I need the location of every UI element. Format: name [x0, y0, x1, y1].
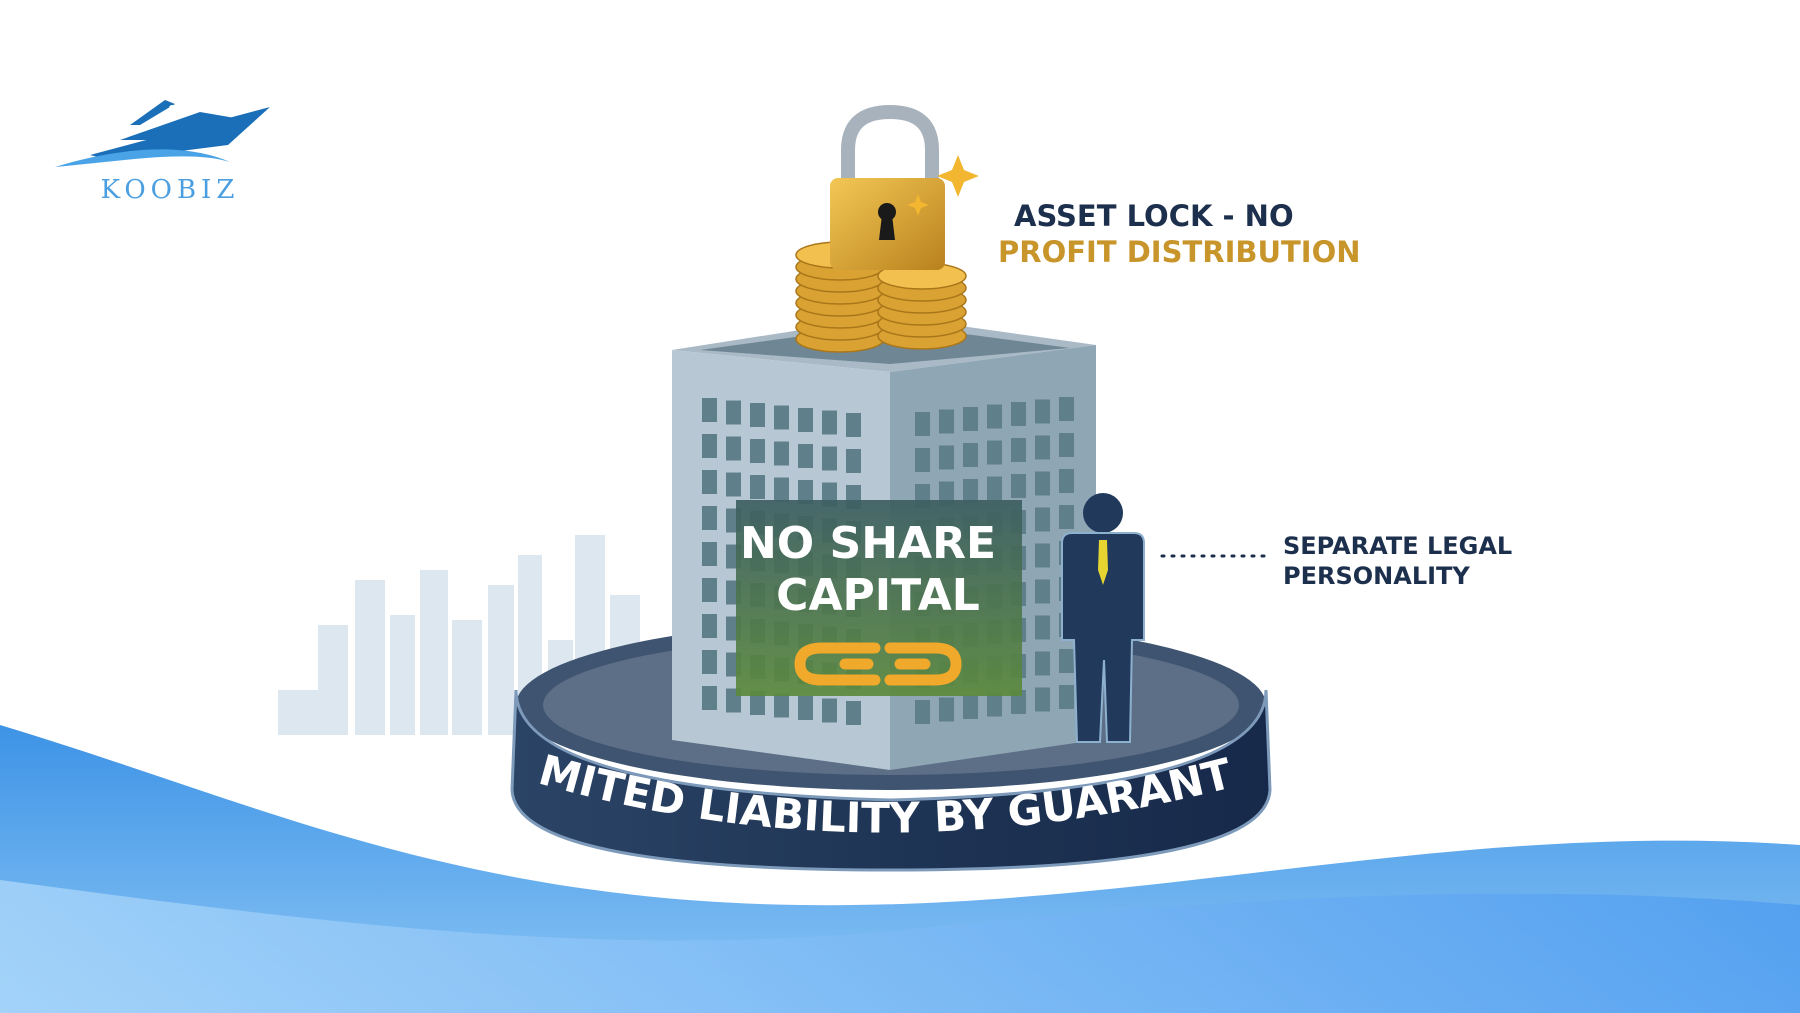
window: [726, 472, 741, 497]
koobiz-logo: KOOBIZ: [55, 100, 270, 205]
window: [774, 477, 789, 502]
padlock-icon: [830, 104, 945, 270]
window: [846, 413, 861, 437]
no-share-capital-panel: [736, 500, 1022, 696]
window: [987, 692, 1002, 717]
window: [822, 698, 837, 723]
window: [1059, 469, 1074, 493]
window: [1035, 687, 1050, 712]
window: [702, 470, 717, 494]
window: [1059, 649, 1074, 673]
window: [915, 700, 930, 724]
window: [798, 696, 813, 720]
window: [1035, 471, 1050, 496]
panel-line-1: NO SHARE: [740, 518, 996, 569]
window: [702, 614, 717, 638]
window: [702, 542, 717, 566]
window: [726, 400, 741, 425]
window: [750, 403, 765, 427]
window: [1035, 399, 1050, 424]
window: [987, 476, 1002, 501]
window: [750, 439, 765, 463]
window: [1059, 397, 1074, 421]
window: [1011, 402, 1026, 426]
window: [702, 398, 717, 422]
window: [1035, 615, 1050, 640]
window: [963, 443, 978, 467]
window: [774, 693, 789, 718]
window: [963, 479, 978, 503]
personality-line-1: SEPARATE LEGAL: [1283, 532, 1512, 560]
asset-lock-line-1: ASSET LOCK - NO: [1014, 199, 1294, 233]
window: [1035, 507, 1050, 532]
window: [750, 475, 765, 499]
window: [726, 436, 741, 461]
window: [1011, 438, 1026, 462]
window: [822, 410, 837, 435]
window: [939, 445, 954, 470]
wave-front: [0, 880, 1800, 1013]
window: [1059, 685, 1074, 709]
logo-text: KOOBIZ: [101, 175, 240, 205]
window: [822, 446, 837, 471]
yacht-icon: [55, 100, 270, 167]
window: [939, 697, 954, 722]
window: [750, 691, 765, 715]
window: [798, 408, 813, 432]
window: [702, 686, 717, 710]
window: [987, 440, 1002, 465]
window: [774, 441, 789, 466]
window: [702, 650, 717, 674]
window: [1059, 433, 1074, 457]
window: [1059, 505, 1074, 529]
personality-line-2: PERSONALITY: [1283, 562, 1470, 590]
window: [846, 449, 861, 473]
asset-lock-line-2: PROFIT DISTRIBUTION: [998, 235, 1361, 269]
panel-line-2: CAPITAL: [776, 570, 980, 621]
window: [987, 404, 1002, 429]
sparkle-icon: [937, 155, 979, 197]
window: [1035, 435, 1050, 460]
window: [846, 701, 861, 725]
window: [915, 448, 930, 472]
broken-chain-icon: [794, 642, 962, 686]
window: [798, 480, 813, 504]
sparkle-icon: [907, 194, 929, 216]
window: [915, 412, 930, 436]
window: [963, 695, 978, 719]
window: [939, 481, 954, 506]
window: [798, 444, 813, 468]
window: [1035, 579, 1050, 604]
window: [774, 405, 789, 430]
window: [702, 578, 717, 602]
window: [963, 407, 978, 431]
window: [1011, 474, 1026, 498]
window: [702, 434, 717, 458]
window: [1035, 543, 1050, 568]
window: [939, 409, 954, 434]
person-icon: [1061, 493, 1145, 743]
window: [1035, 651, 1050, 676]
window: [702, 506, 717, 530]
